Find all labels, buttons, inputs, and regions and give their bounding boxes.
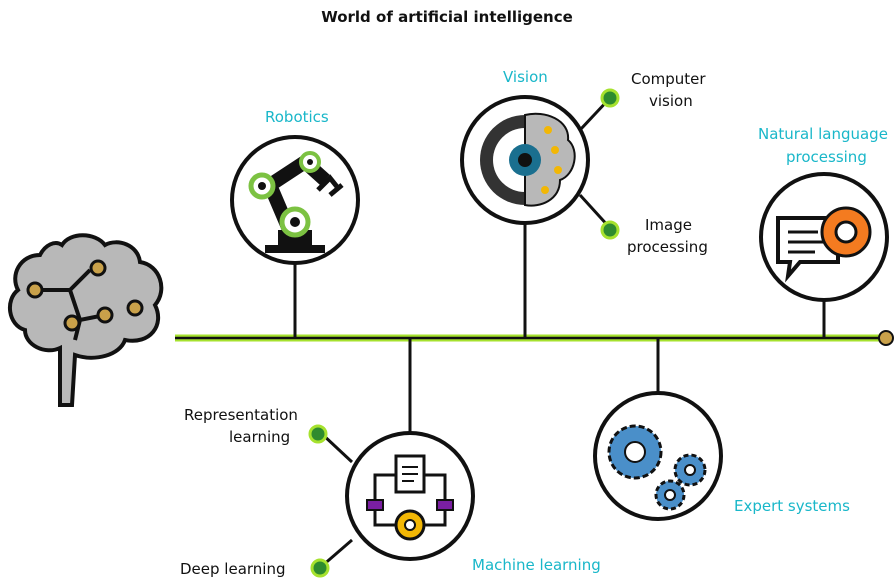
representation-learning-label-line1: Representation (184, 406, 298, 424)
deep-learning-dot (310, 558, 330, 578)
image-processing-label-line2: processing (627, 238, 708, 256)
timeline-end-dot (878, 330, 894, 346)
eye-gear-brain-icon (460, 95, 590, 225)
robot-arm-icon (230, 135, 360, 265)
timeline (175, 330, 894, 346)
image-processing-label-line1: Image (645, 216, 692, 234)
machine-learning-label: Machine learning (472, 556, 601, 574)
robotics-label: Robotics (265, 108, 329, 126)
image-processing-dot (600, 220, 620, 240)
expert-systems-label: Expert systems (734, 497, 850, 515)
gears-icon (593, 391, 723, 521)
document-flow-gear-icon (345, 431, 475, 561)
representation-learning-dot (308, 424, 328, 444)
deep-learning-label: Deep learning (180, 560, 286, 578)
nlp-label-line2: processing (786, 148, 867, 166)
diagram-title: World of artificial intelligence (321, 8, 573, 26)
brain-icon (8, 233, 164, 407)
representation-learning-label-line2: learning (229, 428, 291, 446)
subtopic-dots (308, 88, 620, 578)
computer-vision-label-line1: Computer (631, 70, 706, 88)
chat-gear-icon (759, 172, 889, 302)
nlp-label-line1: Natural language (758, 125, 888, 143)
computer-vision-dot (600, 88, 620, 108)
vision-label: Vision (503, 68, 548, 86)
computer-vision-label-line2: vision (649, 92, 693, 110)
